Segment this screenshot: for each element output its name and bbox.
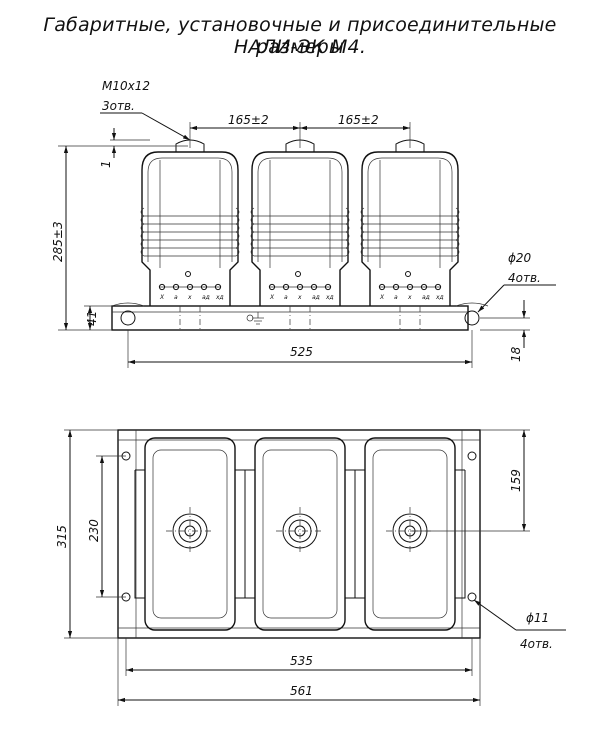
- plan-unit-flange-right: [455, 469, 466, 599]
- unit-fin: [360, 215, 460, 225]
- terminal-label: a: [284, 294, 288, 301]
- terminal: [420, 283, 428, 291]
- unit-fin: [250, 215, 350, 225]
- dim-plan-depth: 315: [55, 525, 69, 548]
- drawing-title: Габаритные, установочные и присоединител…: [43, 14, 557, 58]
- terminal-label: X: [269, 294, 275, 301]
- terminal: [296, 283, 304, 291]
- plan-unit-2: [244, 437, 356, 631]
- terminal-top: [295, 271, 301, 277]
- unit-fin: [250, 247, 350, 257]
- unit-fin: [360, 239, 460, 249]
- plan-view: [117, 429, 481, 639]
- terminal-label: x: [407, 294, 412, 301]
- unit-fin: [360, 231, 460, 241]
- plan-unit-body: [364, 437, 456, 631]
- mount-hole-right: [464, 310, 480, 326]
- terminal-label: aд: [422, 294, 430, 301]
- unit-body: [251, 151, 349, 306]
- terminal-label: a: [394, 294, 398, 301]
- dim-base-length: 525: [290, 345, 313, 359]
- unit-fin: [140, 247, 240, 257]
- unit-fin: [360, 223, 460, 233]
- terminal: [310, 283, 318, 291]
- drawing-model: НАЛИ-ЭК М4.: [233, 36, 367, 58]
- terminal-top: [405, 271, 411, 277]
- dim-plan-offset: 159: [509, 469, 523, 492]
- terminal-label: X: [379, 294, 385, 301]
- plan-unit-flange-left: [354, 469, 365, 599]
- plan-unit-body: [144, 437, 236, 631]
- plan-hole-br: [467, 592, 477, 602]
- dim-height-total: 285±3: [51, 221, 65, 262]
- terminal: [268, 283, 276, 291]
- plan-hole-tr: [467, 451, 477, 461]
- unit-fin: [360, 207, 460, 217]
- plan-unit-3: [354, 437, 466, 631]
- unit-fin: [250, 207, 350, 217]
- plan-unit-body: [254, 437, 346, 631]
- terminal: [434, 283, 442, 291]
- dim-plan-total-length: 561: [290, 684, 313, 698]
- dim-pitch-right: 165±2: [338, 113, 379, 127]
- terminal-label: xд: [215, 294, 224, 301]
- terminal: [378, 283, 386, 291]
- dimensions: M10x12 3отв. 165±2 165±2 285±3 1 41 525 …: [51, 79, 566, 706]
- dim-base-height: 41: [85, 311, 99, 326]
- plan-unit-1: [134, 437, 246, 631]
- hole-small-dia-label: ϕ11: [526, 611, 549, 625]
- unit-fin: [140, 223, 240, 233]
- mount-hole-left: [120, 310, 136, 326]
- unit-body: [361, 151, 459, 306]
- unit-fin: [140, 207, 240, 217]
- terminal-top: [185, 271, 191, 277]
- unit-fin: [250, 231, 350, 241]
- terminal-label: X: [159, 294, 165, 301]
- thread-label: M10x12: [102, 79, 150, 93]
- dim-pitch-left: 165±2: [228, 113, 269, 127]
- dim-plan-inner-length: 535: [290, 654, 313, 668]
- unit-fin: [140, 239, 240, 249]
- plan-unit-flange-right: [235, 469, 246, 599]
- terminal-label: x: [297, 294, 302, 301]
- terminal-label: aд: [202, 294, 210, 301]
- terminal: [158, 283, 166, 291]
- terminal: [392, 283, 400, 291]
- dim-base-thickness: 18: [509, 346, 523, 362]
- terminal-label: xд: [435, 294, 444, 301]
- plan-base: [117, 429, 481, 639]
- terminal: [186, 283, 194, 291]
- terminal-label: a: [174, 294, 178, 301]
- terminal: [200, 283, 208, 291]
- terminal-label: aд: [312, 294, 320, 301]
- terminal-label: x: [187, 294, 192, 301]
- ground-icon: [246, 312, 264, 325]
- terminal: [172, 283, 180, 291]
- hole-count-label: 4отв.: [508, 271, 541, 285]
- terminal: [406, 283, 414, 291]
- unit-fin: [250, 239, 350, 249]
- unit-fin: [140, 215, 240, 225]
- terminal: [324, 283, 332, 291]
- hole-small-count-label: 4отв.: [520, 637, 553, 651]
- plan-unit-flange-left: [244, 469, 255, 599]
- dim-height-small: 1: [99, 160, 113, 168]
- unit-fin: [360, 247, 460, 257]
- terminal: [214, 283, 222, 291]
- unit-fin: [140, 231, 240, 241]
- terminal-label: xд: [325, 294, 334, 301]
- unit-fin: [250, 223, 350, 233]
- plan-unit-flange-right: [345, 469, 356, 599]
- unit-body: [141, 151, 239, 306]
- plan-unit-flange-left: [134, 469, 145, 599]
- dim-plan-inner-depth: 230: [87, 519, 101, 542]
- thread-count: 3отв.: [102, 99, 135, 113]
- hole-dia-label: ϕ20: [508, 251, 532, 265]
- terminal: [282, 283, 290, 291]
